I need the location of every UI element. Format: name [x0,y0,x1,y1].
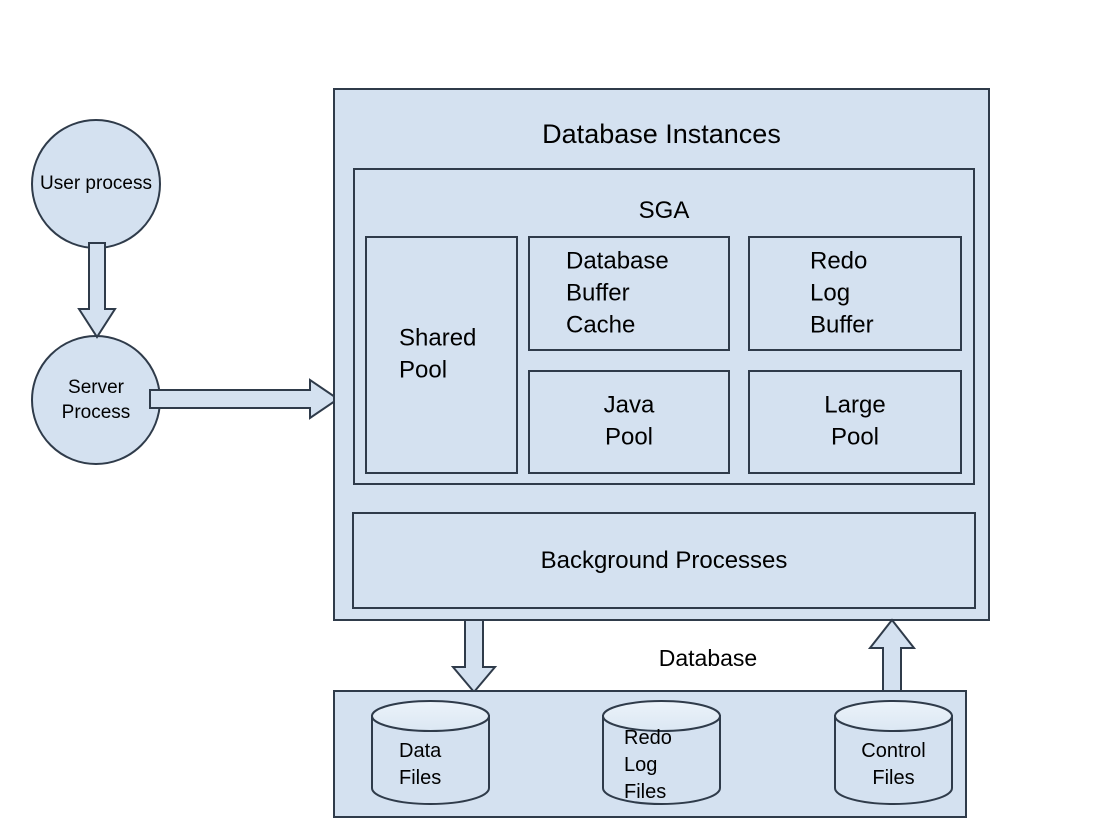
java-pool-box[interactable]: Java Pool [528,370,730,474]
redo-log-buffer-box[interactable]: Redo Log Buffer [748,236,962,351]
redo-log-buffer-label: Redo Log Buffer [810,246,874,339]
user-process-node[interactable]: User process [31,119,161,249]
redo-log-files-label: Redo Log Files [624,727,672,803]
server-to-instance-arrow [149,378,340,420]
data-files-label: Data Files [399,740,442,789]
user-process-label: User process [40,173,152,195]
background-processes-box[interactable]: Background Processes [352,512,976,609]
java-pool-label: Java Pool [603,391,655,451]
database-buffer-cache-label: Database Buffer Cache [566,246,669,339]
data-files-cylinder[interactable]: Data Files [371,700,490,805]
instance-to-datafiles-arrow [450,619,498,694]
shared-pool-label: Shared Pool [399,324,477,384]
shared-pool-box[interactable]: Shared Pool [365,236,518,474]
server-process-label: Server Process [61,376,131,423]
controlfiles-to-instance-arrow [867,618,917,697]
database-buffer-cache-box[interactable]: Database Buffer Cache [528,236,730,351]
redo-log-files-cylinder[interactable]: Redo Log Files [602,700,721,805]
database-label: Database [658,645,758,671]
control-files-label: Control Files [861,740,926,789]
sga-title: SGA [638,197,690,224]
server-process-node[interactable]: Server Process [31,335,161,465]
database-instances-title: Database Instances [542,119,781,149]
background-processes-label: Background Processes [540,546,788,574]
large-pool-box[interactable]: Large Pool [748,370,962,474]
large-pool-label: Large Pool [824,391,886,451]
control-files-cylinder[interactable]: Control Files [834,700,953,805]
user-to-server-arrow [77,242,117,339]
